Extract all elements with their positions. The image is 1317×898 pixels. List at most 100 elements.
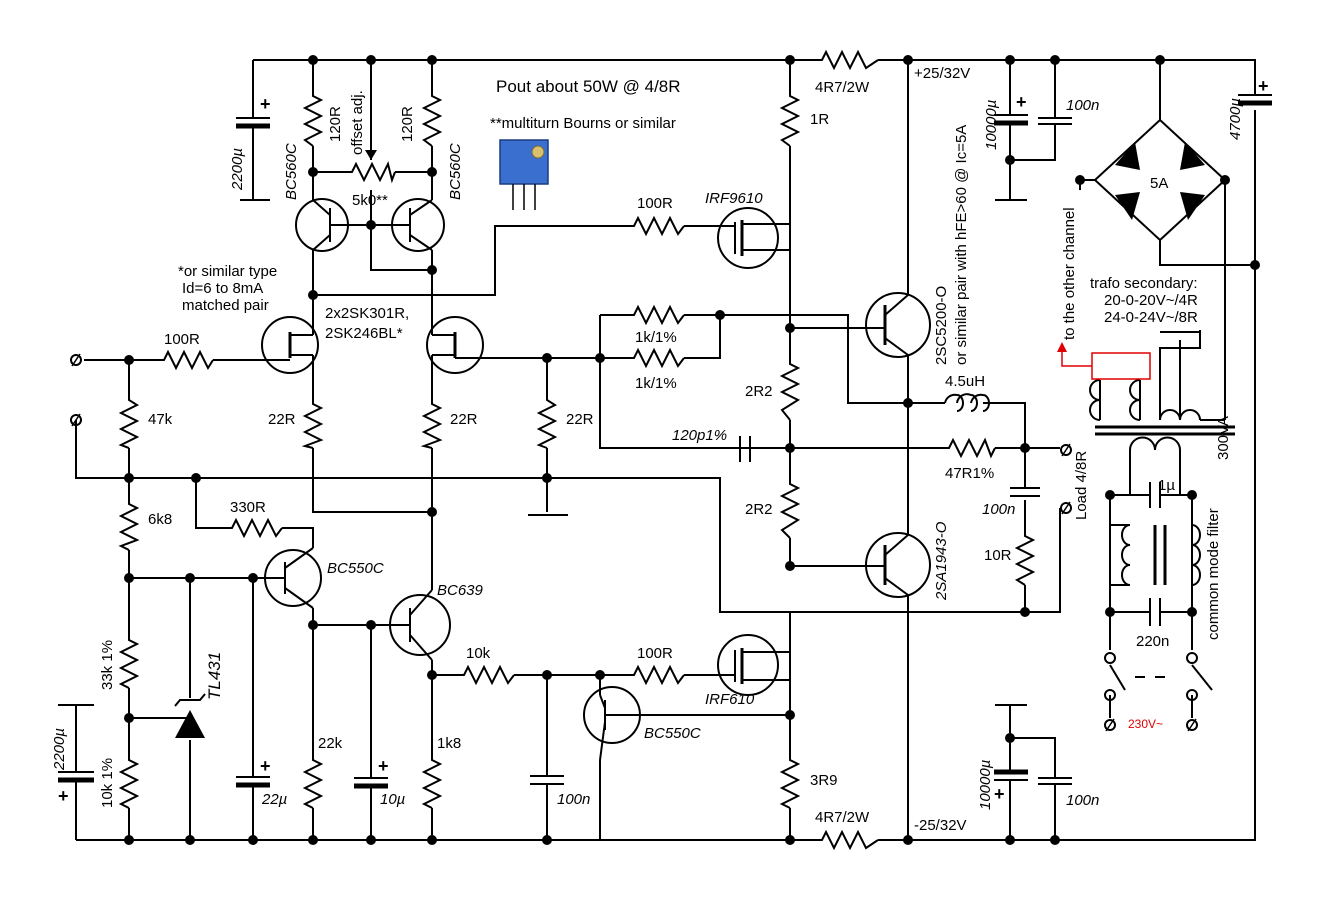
r33k-label: 33k 1% — [99, 640, 116, 690]
r1r-label: 1R — [810, 111, 829, 128]
resistor-47k — [118, 395, 140, 449]
r1k8-label: 1k8 — [437, 735, 461, 752]
transistors — [261, 198, 931, 761]
resistor-100r-irf610 — [630, 664, 685, 686]
resistor-10k — [460, 664, 515, 686]
svg-text:+: + — [1258, 76, 1269, 96]
resistor-33k — [118, 635, 140, 689]
resistor-330r — [228, 517, 283, 539]
resistor-6k8 — [118, 500, 140, 551]
r22-left-label: 22R — [268, 411, 296, 428]
out-pair-label: 2SC5200-O — [933, 286, 950, 365]
r3r9-label: 3R9 — [810, 772, 838, 789]
resistor-4r7-top — [818, 49, 879, 71]
svg-text:+: + — [260, 94, 271, 114]
resistor-1k-a — [630, 304, 685, 326]
c100n-out-label: 100n — [982, 501, 1015, 518]
r100-input-label: 100R — [164, 331, 200, 348]
trimmer-5k0 — [348, 161, 396, 184]
resistor-1r — [779, 92, 801, 147]
resistor-10k-1pct — [118, 755, 140, 809]
bc560-right-label: BC560C — [447, 143, 464, 200]
tl431-shunt — [174, 693, 206, 738]
bc560-left-label: BC560C — [283, 143, 300, 200]
c1u-label: 1µ — [1158, 477, 1175, 494]
c10000-top-label: 10000µ — [983, 100, 1000, 150]
svg-text:+: + — [260, 756, 271, 776]
jfet-label: 2x2SK301R, — [325, 305, 409, 322]
multiturn-note: **multiturn Bourns or similar — [490, 115, 676, 132]
r2r2-a-label: 2R2 — [745, 383, 773, 400]
transformer — [1089, 379, 1235, 586]
r10r-label: 10R — [984, 547, 1012, 564]
resistor-22r-right — [420, 400, 443, 449]
r120-left-label: 120R — [327, 106, 344, 142]
c100n-top-label: 100n — [1066, 97, 1099, 114]
r1k-a-label: 1k/1% — [635, 329, 677, 346]
r47k-label: 47k — [148, 411, 173, 428]
svg-text:+: + — [994, 784, 1005, 804]
trafo-label-1: trafo secondary: — [1090, 275, 1198, 292]
r10k-label: 10k — [466, 645, 491, 662]
inductor-4u5 — [944, 393, 995, 412]
bridge-rectifier — [1094, 119, 1226, 241]
resistor-120r-left — [302, 92, 324, 147]
c100n-bot-label: 100n — [1066, 792, 1099, 809]
bc550-top-label: BC550C — [327, 560, 384, 577]
labels: Pout about 50W @ 4/8R **multiturn Bourns… — [51, 65, 1244, 834]
cm-filter-label: common mode filter — [1205, 508, 1222, 640]
resistor-120r-right — [421, 92, 443, 147]
r2r2-b-label: 2R2 — [745, 501, 773, 518]
r100-irf9610-label: 100R — [637, 195, 673, 212]
sa1943-label: 2SA1943-O — [933, 521, 950, 601]
r6k8-label: 6k8 — [148, 511, 172, 528]
c10u-label: 10µ — [380, 791, 405, 808]
similar-type-note: *or similar type — [178, 263, 277, 280]
c2200-bot-label: 2200µ — [51, 728, 68, 771]
r10k1-label: 10k 1% — [99, 758, 116, 808]
l45-label: 4.5uH — [945, 373, 985, 390]
r120-right-label: 120R — [399, 106, 416, 142]
c120p-label: 120p1% — [672, 427, 727, 444]
svg-text:+: + — [1016, 92, 1027, 112]
r1k-b-label: 1k/1% — [635, 375, 677, 392]
c10000-bot-label: 10000µ — [977, 760, 994, 810]
other-channel-label: to the other channel — [1061, 207, 1078, 340]
load-label: Load 4/8R — [1073, 451, 1090, 520]
trafo-va-label: 300VA — [1215, 416, 1232, 460]
resistor-2r2-a — [779, 360, 801, 421]
jfet-label-2: 2SK246BL* — [325, 325, 403, 342]
r100-irf610-label: 100R — [637, 645, 673, 662]
resistor-3r9 — [779, 755, 801, 809]
r47r-label: 47R1% — [945, 465, 994, 482]
resistor-1k8 — [421, 755, 443, 809]
resistor-4r7-bottom — [818, 829, 879, 851]
resistor-10r — [1014, 530, 1036, 586]
trafo-label-3: 24-0-24V~/8R — [1104, 309, 1198, 326]
tl431-label: TL431 — [205, 652, 224, 700]
matched-note: matched pair — [182, 297, 269, 314]
resistor-100r-irf9610 — [630, 215, 685, 237]
svg-text:+: + — [58, 786, 69, 806]
title-note: Pout about 50W @ 4/8R — [496, 77, 681, 96]
svg-text:+: + — [378, 756, 389, 776]
resistor-22k — [302, 755, 324, 809]
capacitors: + + + + + — [58, 76, 1272, 810]
r22-right-label: 22R — [450, 411, 478, 428]
bridge-label: 5A — [1150, 175, 1168, 192]
r4r7-top-label: 4R7/2W — [815, 79, 870, 96]
out-pair-label-2: or similar pair with hFE>60 @ Ic=5A — [953, 125, 970, 365]
r4r7-bot-label: 4R7/2W — [815, 809, 870, 826]
c22u-label: 22µ — [261, 791, 287, 808]
rail-neg-label: -25/32V — [914, 817, 967, 834]
c4700-label: 4700µ — [1227, 98, 1244, 140]
id-range-note: Id=6 to 8mA — [182, 280, 263, 297]
r22k-label: 22k — [318, 735, 343, 752]
r22-fb-label: 22R — [566, 411, 594, 428]
resistor-2r2-b — [779, 480, 801, 539]
trimmer-picture — [499, 139, 549, 210]
resistor-100r-input — [160, 349, 214, 371]
resistor-1k-b — [630, 347, 685, 369]
c100n-mid-label: 100n — [557, 791, 590, 808]
